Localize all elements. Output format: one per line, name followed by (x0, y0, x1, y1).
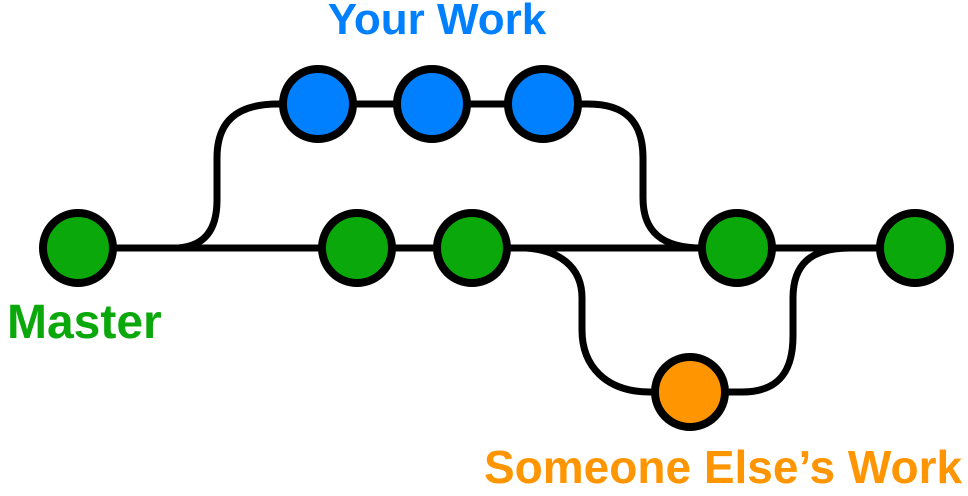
commit-node-master (318, 209, 396, 287)
commit-node-your-work (504, 65, 582, 143)
someone-elses-work-label: Someone Else’s Work (484, 441, 963, 493)
commit-node-master (876, 209, 954, 287)
your-work-label: Your Work (327, 0, 547, 44)
commit-node-master (698, 209, 776, 287)
someone-elses-branch-line (525, 244, 851, 396)
commit-node-your-work (279, 65, 357, 143)
master-label: Master (7, 296, 162, 349)
commit-node-someone-elses-work (651, 353, 729, 431)
commits-group (39, 65, 954, 431)
commit-node-your-work (393, 65, 471, 143)
commit-node-master (433, 209, 511, 287)
commit-node-master (39, 209, 117, 287)
